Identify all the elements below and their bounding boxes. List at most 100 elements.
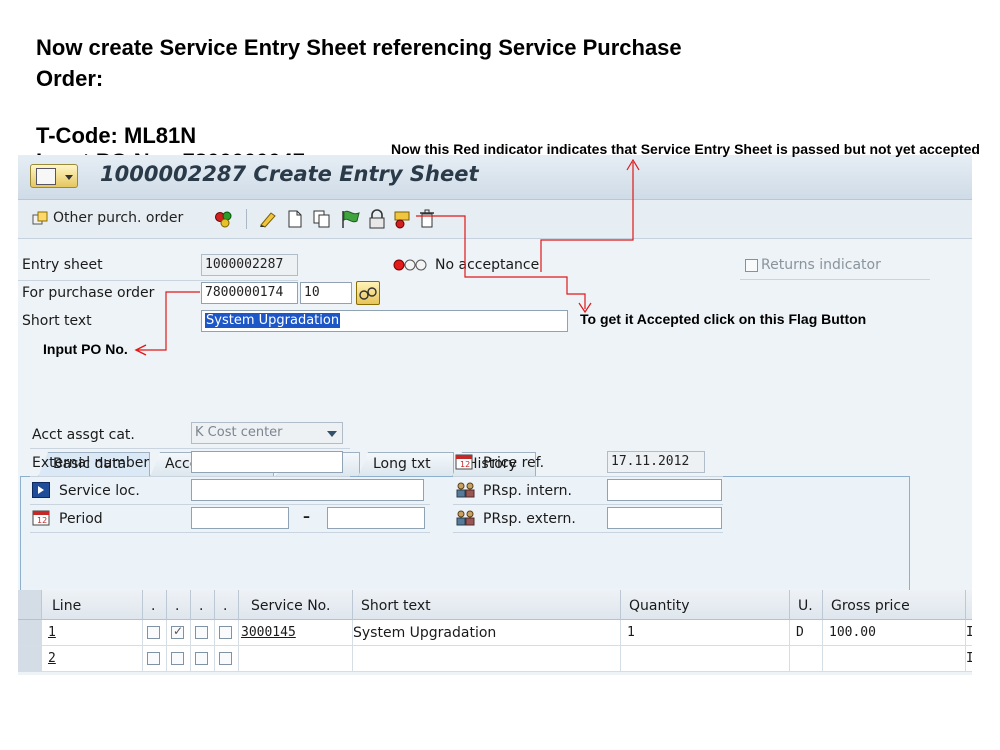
title-bar: 1000002287 Create Entry Sheet <box>18 155 972 200</box>
create-icon[interactable] <box>286 210 304 228</box>
acceptance-status: No acceptance <box>435 257 540 273</box>
chevron-down-icon <box>327 431 337 437</box>
purchase-order-label: For purchase order <box>22 285 155 301</box>
other-purch-order-icon <box>32 211 48 225</box>
acct-assgt-select[interactable]: K Cost center <box>191 422 343 444</box>
table-row-unit[interactable]: D <box>790 620 823 646</box>
col-overflow <box>966 590 972 620</box>
acct-assgt-label: Acct assgt cat. <box>32 427 135 443</box>
input-po-line: Input PO No.: 7800000047 <box>36 148 305 159</box>
table-row-short-text[interactable] <box>353 646 621 672</box>
prsp-extern-label: PRsp. extern. <box>483 511 576 527</box>
row-checkbox[interactable] <box>147 652 160 665</box>
po-item-field[interactable]: 10 <box>300 282 352 304</box>
col-flag-2[interactable]: . <box>167 590 191 620</box>
toolbar-separator <box>246 209 247 229</box>
row-checkbox[interactable] <box>147 626 160 639</box>
po-search-button[interactable] <box>356 281 380 305</box>
short-text-label: Short text <box>22 313 92 329</box>
col-flag-4[interactable]: . <box>215 590 239 620</box>
prsp-intern-field[interactable] <box>607 479 722 501</box>
service-loc-label: Service loc. <box>59 483 140 499</box>
persons-icon <box>456 510 475 526</box>
select-all-cell[interactable] <box>18 590 42 620</box>
red-indicator-note: Now this Red indicator indicates that Se… <box>391 141 980 157</box>
returns-indicator-label: Returns indicator <box>761 257 881 273</box>
period-label: Period <box>59 511 103 527</box>
window-title: 1000002287 Create Entry Sheet <box>100 162 479 186</box>
row-checkbox[interactable] <box>171 652 184 665</box>
table-row-gross-price[interactable]: 100.00 <box>823 620 966 646</box>
col-gross-price[interactable]: Gross price <box>823 590 966 620</box>
delete-icon[interactable] <box>418 209 436 229</box>
change-icon[interactable] <box>258 210 278 228</box>
revoke-icon[interactable] <box>392 209 412 229</box>
input-po-note: Input PO No. <box>43 341 128 357</box>
row-checkbox[interactable] <box>219 626 232 639</box>
calendar-icon: 12 <box>32 510 50 526</box>
lock-icon[interactable] <box>368 209 386 229</box>
persons-icon <box>456 482 475 498</box>
tab-long-text[interactable]: Long txt <box>358 452 454 477</box>
short-text-field[interactable]: System Upgradation <box>201 310 568 332</box>
tcode-label: T-Code: ML81N <box>36 123 197 148</box>
calendar-icon: 12 <box>455 454 473 470</box>
tab-basic-data[interactable]: Basic data <box>38 452 150 477</box>
system-menu-button[interactable] <box>30 164 78 188</box>
slide-title: Now create Service Entry Sheet referenci… <box>36 35 682 91</box>
table-row-line[interactable]: 2 <box>42 646 143 672</box>
row-checkbox[interactable] <box>195 652 208 665</box>
table-row-service-no[interactable]: 3000145 <box>239 620 353 646</box>
col-quantity[interactable]: Quantity <box>621 590 790 620</box>
svg-text:12: 12 <box>460 460 470 469</box>
col-unit[interactable]: U. <box>790 590 823 620</box>
table-row-line[interactable]: 1 <box>42 620 143 646</box>
period-to-field[interactable] <box>327 507 425 529</box>
short-text-value: System Upgradation <box>205 313 341 328</box>
table-row-quantity[interactable] <box>621 646 790 672</box>
price-ref-field[interactable]: 17.11.2012 <box>607 451 705 473</box>
returns-indicator-checkbox[interactable] <box>745 259 758 272</box>
table-row-service-no[interactable] <box>239 646 353 672</box>
svg-text:12: 12 <box>37 516 47 525</box>
row-selector[interactable] <box>18 620 42 646</box>
external-number-label: External number <box>32 455 150 471</box>
application-toolbar: Other purch. order <box>18 200 972 239</box>
status-traffic-light-icon <box>393 259 427 271</box>
period-from-field[interactable] <box>191 507 289 529</box>
row-selector[interactable] <box>18 646 42 672</box>
prsp-extern-field[interactable] <box>607 507 722 529</box>
table-row-quantity[interactable]: 1 <box>621 620 790 646</box>
accept-flag-icon[interactable] <box>340 209 362 229</box>
purchase-order-field[interactable]: 7800000174 <box>201 282 298 304</box>
table-row-gross-price[interactable] <box>823 646 966 672</box>
col-flag-3[interactable]: . <box>191 590 215 620</box>
prsp-intern-label: PRsp. intern. <box>483 483 572 499</box>
col-line[interactable]: Line <box>42 590 143 620</box>
table-row-short-text[interactable]: System Upgradation <box>353 620 621 646</box>
other-purch-order-label: Other purch. order <box>53 210 184 226</box>
acct-assgt-value: K Cost center <box>195 425 283 440</box>
external-number-field[interactable] <box>191 451 343 473</box>
table-row-unit[interactable] <box>790 646 823 672</box>
row-checkbox-checked[interactable] <box>171 624 184 639</box>
service-loc-field[interactable] <box>191 479 424 501</box>
entry-sheet-label: Entry sheet <box>22 257 103 273</box>
col-flag-1[interactable]: . <box>143 590 167 620</box>
col-service-no[interactable]: Service No. <box>239 590 353 620</box>
glasses-icon <box>359 287 377 300</box>
col-short-text[interactable]: Short text <box>353 590 621 620</box>
price-ref-label: Price ref. <box>483 455 545 471</box>
menu-icon <box>36 168 56 185</box>
entry-sheet-field[interactable]: 1000002287 <box>201 254 298 276</box>
row-checkbox[interactable] <box>219 652 232 665</box>
row-checkbox[interactable] <box>195 626 208 639</box>
period-separator: – <box>303 509 310 525</box>
copy-icon[interactable] <box>312 210 332 228</box>
flag-note: To get it Accepted click on this Flag Bu… <box>580 311 867 327</box>
traffic-light-icon[interactable] <box>214 210 234 228</box>
service-loc-icon <box>32 482 50 498</box>
table-row-overflow: I <box>966 620 972 646</box>
chevron-down-icon <box>65 175 73 180</box>
sap-window: 1000002287 Create Entry Sheet Other purc… <box>18 155 972 675</box>
